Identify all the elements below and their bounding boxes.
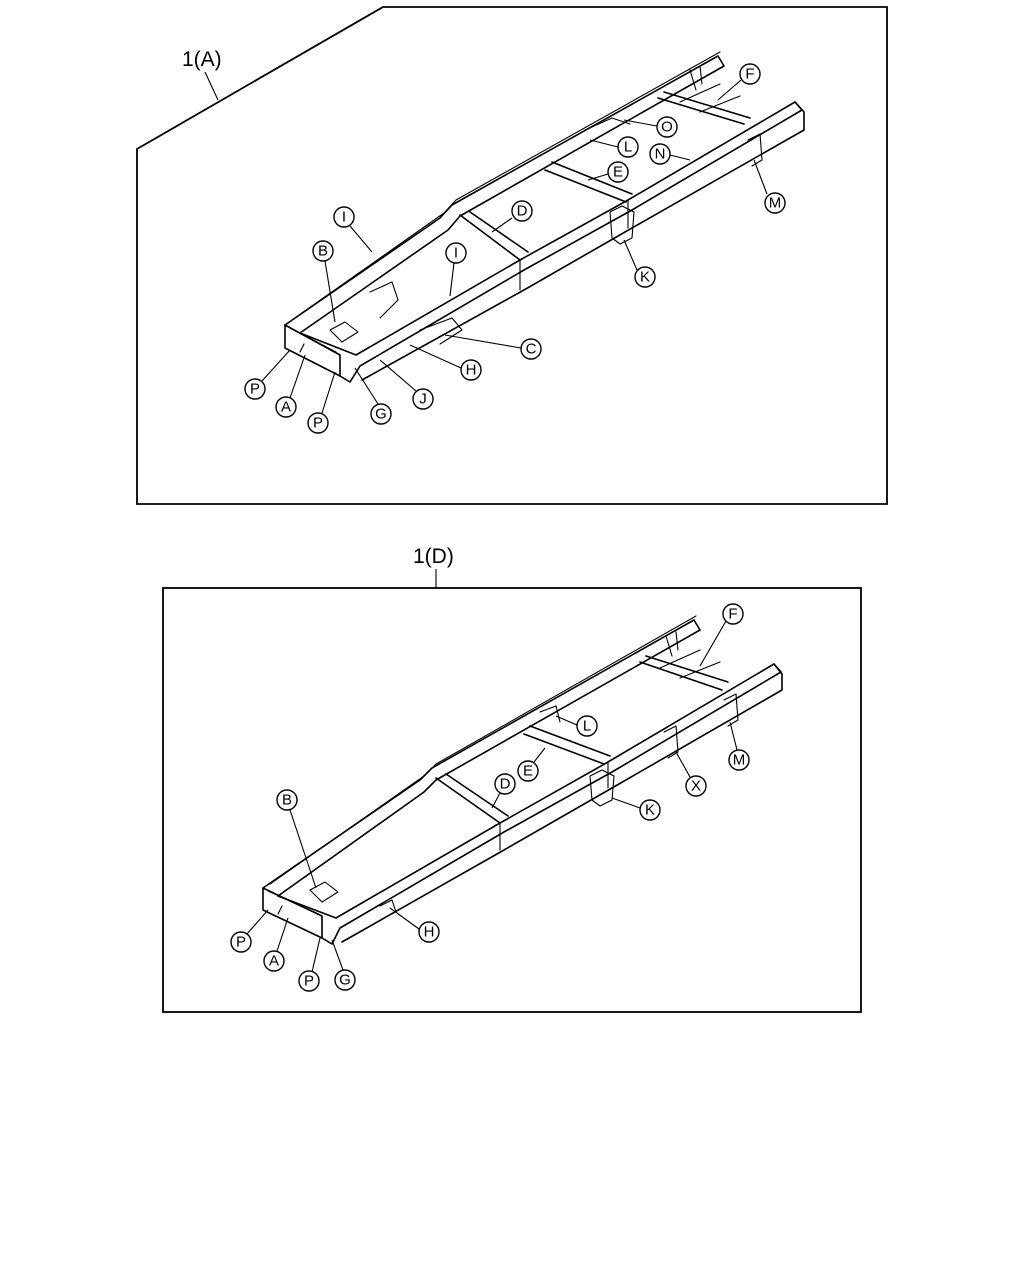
panel-1d-title: 1(D) bbox=[413, 545, 454, 568]
svg-text:L: L bbox=[583, 718, 591, 735]
svg-text:C: C bbox=[526, 341, 537, 358]
svg-text:F: F bbox=[728, 606, 737, 623]
svg-text:K: K bbox=[640, 269, 650, 286]
svg-text:N: N bbox=[655, 146, 666, 163]
svg-text:P: P bbox=[236, 934, 246, 951]
callout-L: L bbox=[555, 715, 598, 737]
callout-P-right: P bbox=[298, 937, 321, 992]
panel-1d: 1(D) bbox=[162, 545, 862, 1013]
callout-P-left: P bbox=[230, 909, 269, 953]
callout-E: E bbox=[517, 747, 546, 782]
svg-text:O: O bbox=[661, 119, 673, 136]
svg-text:P: P bbox=[313, 415, 323, 432]
svg-text:E: E bbox=[613, 164, 623, 181]
svg-text:X: X bbox=[691, 778, 701, 795]
svg-text:I: I bbox=[342, 209, 346, 226]
panel-1d-border bbox=[162, 587, 862, 1013]
svg-text:I: I bbox=[454, 245, 458, 262]
svg-text:H: H bbox=[424, 924, 435, 941]
svg-text:M: M bbox=[733, 752, 746, 769]
callout-C: C bbox=[444, 334, 542, 360]
svg-text:B: B bbox=[282, 792, 292, 809]
svg-text:L: L bbox=[624, 139, 632, 156]
callout-G: G bbox=[331, 939, 356, 991]
callout-G: G bbox=[354, 367, 392, 425]
callout-K: K bbox=[623, 239, 656, 288]
svg-text:G: G bbox=[339, 972, 351, 989]
callout-B: B bbox=[312, 240, 336, 323]
frame-1a-drawing bbox=[284, 51, 805, 383]
frame-1d-drawing bbox=[262, 615, 783, 945]
svg-text:H: H bbox=[466, 362, 477, 379]
callout-F: F bbox=[717, 63, 761, 101]
callout-O: O bbox=[623, 116, 678, 138]
svg-text:D: D bbox=[500, 776, 511, 793]
svg-text:A: A bbox=[281, 399, 291, 416]
callout-E: E bbox=[587, 161, 629, 183]
svg-text:E: E bbox=[523, 763, 533, 780]
svg-text:G: G bbox=[375, 406, 387, 423]
panel-1a-title-leader bbox=[204, 71, 219, 101]
callout-H: H bbox=[389, 907, 440, 943]
svg-text:A: A bbox=[269, 953, 279, 970]
svg-text:B: B bbox=[318, 243, 328, 260]
svg-text:K: K bbox=[645, 802, 655, 819]
callout-M: M bbox=[753, 159, 786, 214]
callout-M: M bbox=[728, 721, 750, 771]
svg-text:P: P bbox=[304, 973, 314, 990]
callout-N: N bbox=[649, 143, 691, 165]
svg-text:J: J bbox=[419, 391, 427, 408]
callout-D: D bbox=[491, 773, 516, 809]
panel-1a-border bbox=[136, 6, 888, 505]
callout-D: D bbox=[491, 200, 533, 233]
svg-text:F: F bbox=[745, 66, 754, 83]
callout-A: A bbox=[263, 917, 289, 972]
panel-1a-title: 1(A) bbox=[182, 48, 222, 71]
panel-1a: 1(A) bbox=[136, 6, 888, 505]
callout-P-right: P bbox=[307, 371, 336, 434]
callout-B: B bbox=[276, 789, 317, 889]
svg-text:M: M bbox=[769, 195, 782, 212]
callout-X: X bbox=[675, 751, 707, 797]
callout-J: J bbox=[379, 359, 434, 410]
callouts-1d: F L E D X M K B H P A P G bbox=[230, 603, 750, 992]
callout-I-upper: I bbox=[333, 206, 373, 253]
callout-L: L bbox=[589, 136, 639, 158]
callout-H: H bbox=[409, 344, 482, 381]
callout-I-lower: I bbox=[445, 242, 467, 297]
callout-A: A bbox=[275, 354, 306, 418]
callout-K: K bbox=[611, 797, 661, 821]
callouts-1a: F O L N E M I D B I K C H P A J G P bbox=[244, 63, 786, 434]
svg-text:P: P bbox=[250, 381, 260, 398]
svg-text:D: D bbox=[517, 203, 528, 220]
callout-F: F bbox=[699, 603, 744, 667]
callout-P-left: P bbox=[244, 349, 291, 400]
